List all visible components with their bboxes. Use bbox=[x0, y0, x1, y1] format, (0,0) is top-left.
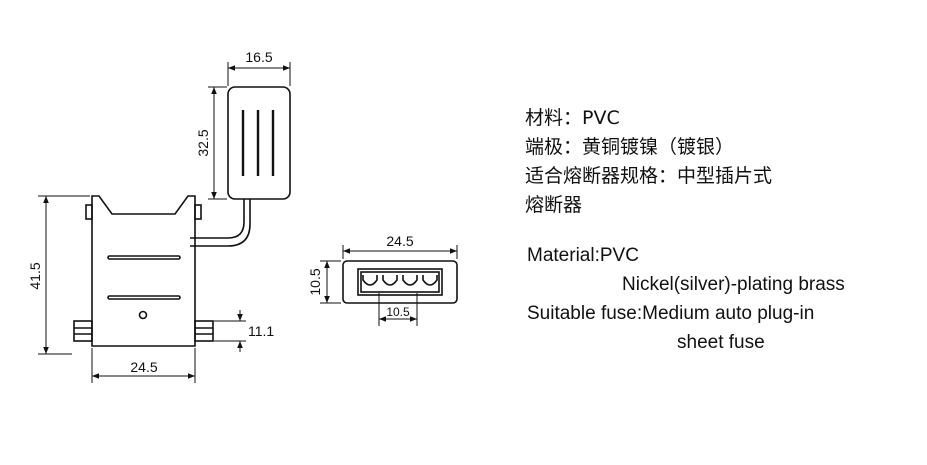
terminal-height-label: 11.1 bbox=[248, 323, 274, 339]
body-height-label: 41.5 bbox=[27, 262, 43, 289]
cover-height-dimension bbox=[208, 86, 227, 200]
spec-cn-terminal: 端极：黄铜镀镍（镀银） bbox=[525, 136, 735, 158]
fuse-body bbox=[73, 195, 214, 347]
cover-height-label: 32.5 bbox=[195, 129, 211, 156]
end-view bbox=[342, 260, 458, 304]
spec-cn-fuse: 熔断器 bbox=[525, 194, 583, 216]
cover-width-label: 16.5 bbox=[245, 49, 272, 65]
body-width-label: 24.5 bbox=[130, 359, 157, 375]
slot-pitch-label: 10.5 bbox=[386, 305, 410, 319]
end-height-label: 10.5 bbox=[307, 268, 323, 295]
end-width-label: 24.5 bbox=[386, 233, 413, 249]
slot-pitch-dimension bbox=[378, 293, 418, 326]
end-width-dimension bbox=[342, 245, 458, 259]
terminal-height-dimension bbox=[214, 310, 246, 352]
body-width-dimension bbox=[91, 348, 196, 383]
spec-cn-fuse-type: 适合熔断器规格：中型插片式 bbox=[525, 165, 773, 187]
spec-en-fuse: sheet fuse bbox=[677, 332, 765, 353]
fuse-cover bbox=[227, 86, 291, 200]
spec-en-terminal: Nickel(silver)-plating brass bbox=[622, 274, 845, 295]
end-height-dimension bbox=[320, 260, 341, 304]
cover-cable bbox=[190, 199, 251, 247]
spec-cn-material: 材料：PVC bbox=[525, 107, 620, 129]
spec-en-material: Material:PVC bbox=[527, 245, 639, 266]
spec-en-fuse-type: Suitable fuse:Medium auto plug-in bbox=[527, 303, 815, 324]
cover-width-dimension bbox=[227, 62, 291, 86]
body-height-dimension bbox=[38, 195, 90, 355]
